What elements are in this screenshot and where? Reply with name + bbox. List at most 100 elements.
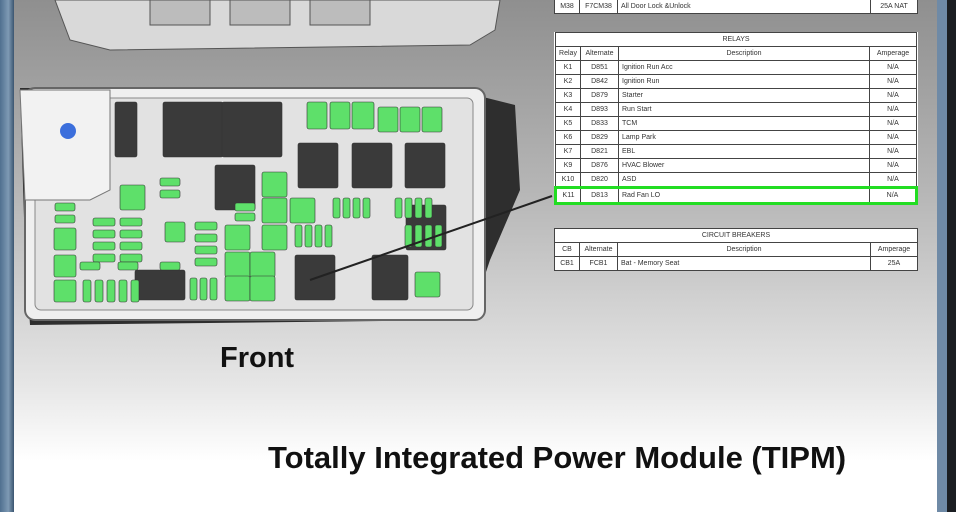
cover-slot — [229, 0, 291, 26]
title-row: CIRCUIT BREAKERS — [554, 228, 918, 243]
maxi-fuse — [224, 251, 251, 278]
maxi-fuse — [261, 197, 288, 224]
relays-table: RELAYS Relay Alternate Description Amper… — [554, 32, 918, 205]
cell-alternate: D820 — [580, 172, 619, 188]
relay — [221, 101, 283, 158]
cell-relay: K4 — [555, 102, 581, 117]
title-row: RELAYS — [555, 32, 917, 47]
cell-amperage: 25A — [870, 256, 918, 271]
front-label: Front — [220, 342, 295, 374]
cell-description: TCM — [618, 116, 870, 131]
mini-fuse — [92, 229, 116, 239]
header-cb: CB — [554, 242, 580, 257]
cell-alternate: D879 — [580, 88, 619, 103]
cover-slot — [149, 0, 211, 26]
cell-relay: K10 — [555, 172, 581, 188]
fuse-group — [53, 101, 443, 303]
maxi-fuse — [399, 106, 421, 133]
mini-fuse — [117, 261, 139, 271]
mini-fuse — [92, 253, 116, 263]
cb-title: CIRCUIT BREAKERS — [554, 228, 918, 243]
cell-amperage: 25A NAT — [870, 0, 918, 14]
mini-fuse — [79, 261, 101, 271]
mini-fuse — [404, 224, 413, 248]
cell-fuse: M38 — [554, 0, 580, 14]
window-left-border — [0, 0, 14, 512]
mini-fuse — [234, 212, 256, 222]
mini-fuse — [92, 241, 116, 251]
maxi-fuse — [261, 224, 288, 251]
cell-relay: K6 — [555, 130, 581, 145]
cell-amperage: N/A — [869, 116, 917, 131]
mini-fuse — [424, 197, 433, 219]
maxi-fuse — [306, 101, 328, 130]
mini-fuse — [234, 202, 256, 212]
cell-alternate: D821 — [580, 144, 619, 159]
cell-amperage: N/A — [869, 130, 917, 145]
mini-fuse — [159, 189, 181, 199]
cell-relay: K2 — [555, 74, 581, 89]
cell-amperage: N/A — [869, 144, 917, 159]
header-amperage: Amperage — [870, 242, 918, 257]
header-description: Description — [617, 242, 871, 257]
cell-alternate: D876 — [580, 158, 619, 173]
mini-fuse — [209, 277, 218, 301]
cell-cb: CB1 — [554, 256, 580, 271]
header-row: CB Alternate Description Amperage — [554, 242, 918, 257]
cell-alternate: D833 — [580, 116, 619, 131]
cell-relay: K9 — [555, 158, 581, 173]
cell-description: Run Start — [618, 102, 870, 117]
mini-fuse — [424, 224, 433, 248]
mini-fuse — [324, 224, 333, 248]
mini-fuse — [404, 197, 413, 219]
cell-amperage: N/A — [869, 102, 917, 117]
mini-fuse — [130, 279, 140, 303]
mini-fuse — [189, 277, 198, 301]
header-row: Relay Alternate Description Amperage — [555, 46, 917, 61]
cell-alternate: FCB1 — [579, 256, 618, 271]
relay — [297, 142, 339, 189]
mini-fuse — [414, 197, 423, 219]
fuse-table-fragment: M38 F7CM38 All Door Lock &Unlock 25A NAT — [554, 0, 918, 14]
mini-fuse — [119, 217, 143, 227]
mini-fuse — [92, 217, 116, 227]
cover-slot — [309, 0, 371, 26]
mini-fuse — [118, 279, 128, 303]
mini-fuse — [352, 197, 361, 219]
cell-description: Bat - Memory Seat — [617, 256, 871, 271]
header-amperage: Amperage — [869, 46, 917, 61]
maxi-fuse — [224, 275, 251, 302]
cell-alternate: D893 — [580, 102, 619, 117]
cell-description: Lamp Park — [618, 130, 870, 145]
relay — [134, 269, 186, 301]
maxi-fuse — [377, 106, 399, 133]
mini-fuse — [194, 221, 218, 231]
cell-description: Ignition Run — [618, 74, 870, 89]
cell-alternate: F7CM38 — [579, 0, 618, 14]
cell-alternate: D851 — [580, 60, 619, 75]
cell-description: ASD — [618, 172, 870, 188]
window-right-border — [937, 0, 947, 512]
cell-description: HVAC Blower — [618, 158, 870, 173]
relays-title: RELAYS — [555, 32, 917, 47]
mini-fuse — [159, 177, 181, 187]
mini-fuse — [362, 197, 371, 219]
maxi-fuse — [119, 184, 146, 211]
maxi-fuse — [53, 254, 77, 278]
maxi-fuse — [249, 275, 276, 302]
mini-fuse — [304, 224, 313, 248]
relay-group — [114, 101, 447, 301]
mini-fuse — [194, 257, 218, 267]
mini-fuse — [119, 229, 143, 239]
maxi-fuse — [421, 106, 443, 133]
maxi-fuse — [224, 224, 251, 251]
cell-amperage: N/A — [869, 74, 917, 89]
cell-description: All Door Lock &Unlock — [617, 0, 871, 14]
table-row: CB1 FCB1 Bat - Memory Seat 25A — [554, 256, 918, 271]
